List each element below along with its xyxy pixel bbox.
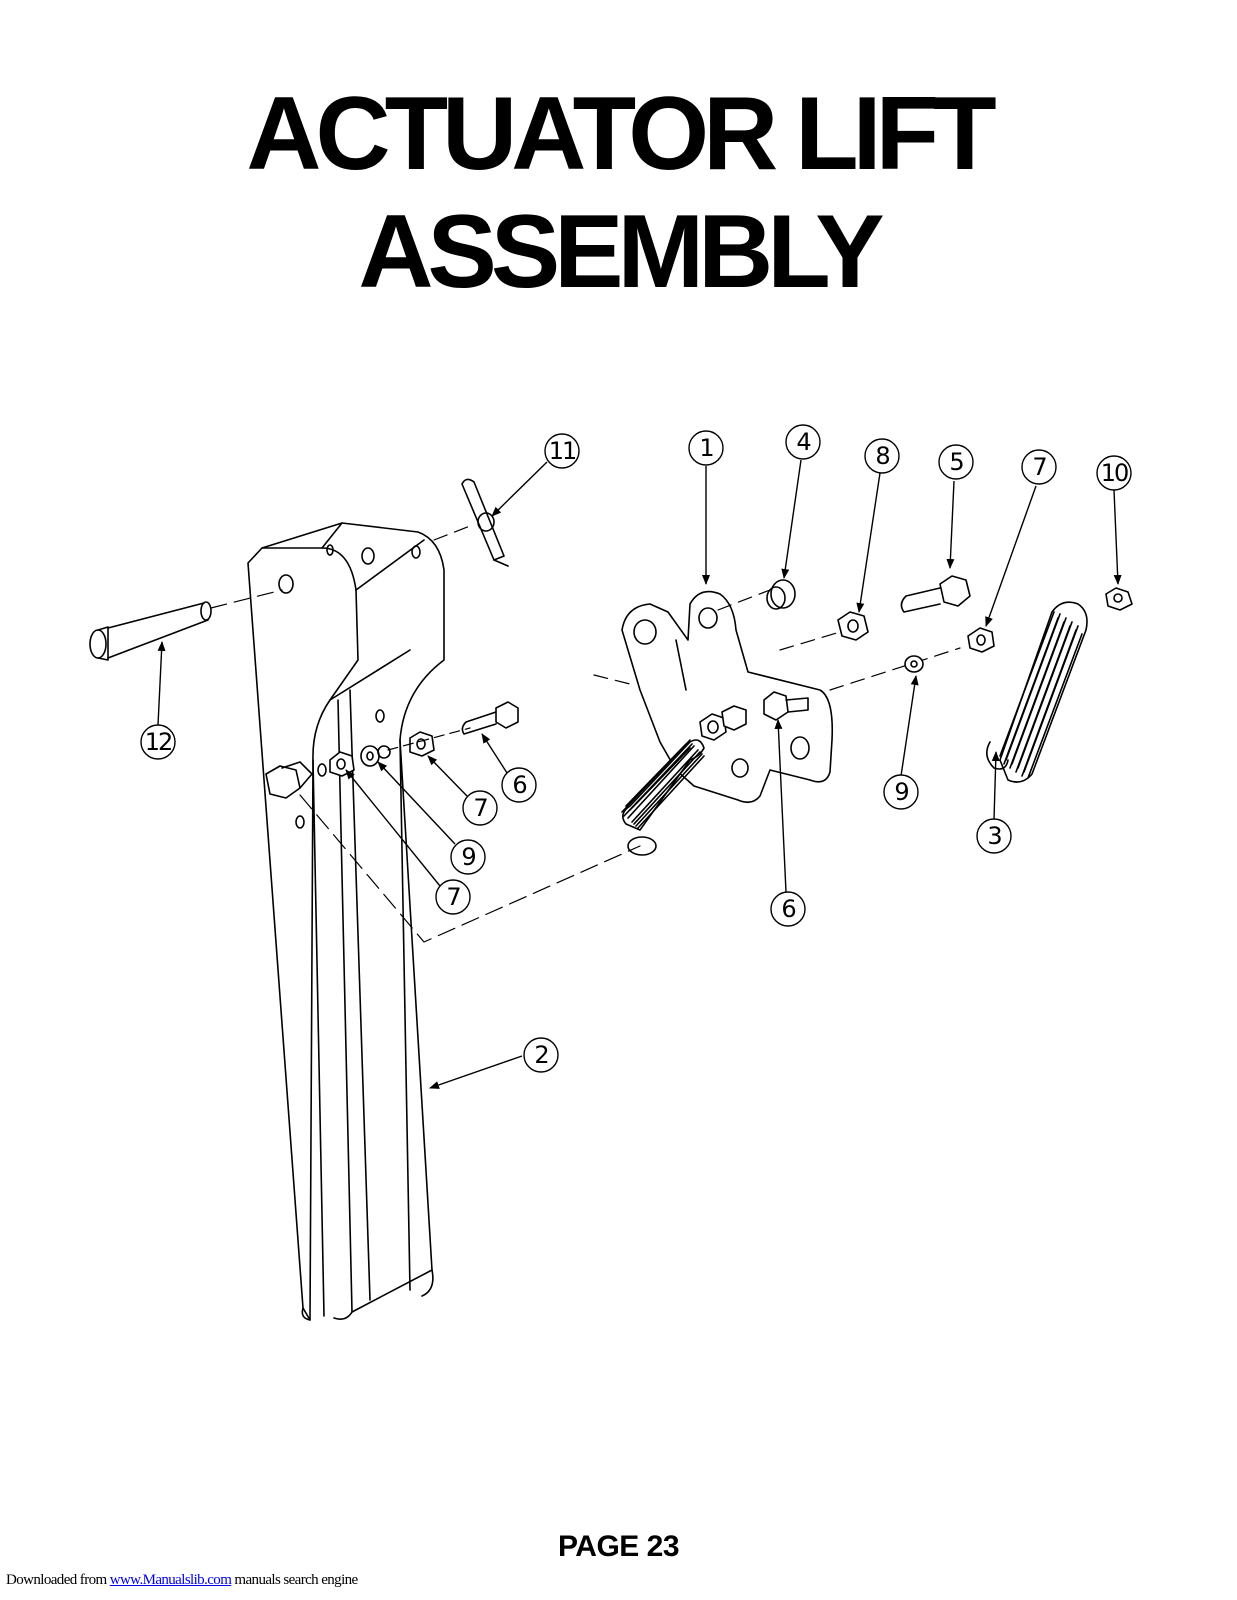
washer-9-right-part bbox=[904, 655, 924, 673]
flange-bushing-part bbox=[766, 579, 796, 610]
page-number: PAGE 23 bbox=[558, 1530, 680, 1563]
svg-text:2: 2 bbox=[534, 1041, 547, 1069]
callout-1: 1 bbox=[688, 430, 724, 466]
nut-7-lower-left-part bbox=[329, 751, 355, 777]
callout-4: 4 bbox=[785, 424, 821, 460]
svg-text:6: 6 bbox=[512, 771, 526, 799]
callout-2: 2 bbox=[523, 1037, 559, 1073]
page-title-line-1: ACTUATOR LIFT bbox=[246, 76, 996, 192]
lower-spring-part bbox=[621, 739, 705, 856]
svg-text:10: 10 bbox=[1101, 459, 1128, 487]
svg-text:8: 8 bbox=[875, 442, 889, 470]
washer-9-left-part bbox=[360, 745, 391, 767]
lock-nut-8-part bbox=[837, 611, 869, 641]
svg-text:11: 11 bbox=[549, 437, 576, 465]
extension-spring-part bbox=[986, 601, 1088, 783]
callout-9-right: 9 bbox=[883, 774, 919, 810]
svg-text:4: 4 bbox=[796, 428, 810, 456]
callout-12: 12 bbox=[140, 724, 176, 760]
svg-text:3: 3 bbox=[987, 822, 1001, 850]
svg-text:6: 6 bbox=[781, 895, 795, 923]
footer-suffix: manuals search engine bbox=[231, 1572, 358, 1588]
crank-nut-part bbox=[699, 705, 747, 741]
svg-text:9: 9 bbox=[461, 843, 475, 871]
download-footer: Downloaded from www.Manualslib.com manua… bbox=[6, 1572, 358, 1589]
callout-6-left: 6 bbox=[501, 767, 537, 803]
footer-prefix: Downloaded from bbox=[6, 1572, 110, 1588]
callout-6-crank: 6 bbox=[770, 891, 806, 927]
bolt-on-crank-part bbox=[763, 691, 809, 721]
svg-text:1: 1 bbox=[699, 434, 713, 462]
callout-5: 5 bbox=[938, 444, 974, 480]
manualslib-link[interactable]: www.Manualslib.com bbox=[109, 1572, 232, 1588]
page-title-line-2: ASSEMBLY bbox=[358, 194, 884, 310]
svg-text:7: 7 bbox=[1032, 453, 1046, 481]
nut-7-upper-left-part bbox=[409, 731, 435, 757]
svg-text:9: 9 bbox=[894, 778, 908, 806]
callout-11: 11 bbox=[544, 433, 580, 469]
nut-7-right-part bbox=[967, 627, 995, 653]
callout-10: 10 bbox=[1096, 455, 1132, 491]
callout-7-upper-left: 7 bbox=[462, 790, 498, 826]
svg-text:12: 12 bbox=[145, 728, 172, 756]
svg-text:7: 7 bbox=[446, 883, 460, 911]
callout-3: 3 bbox=[976, 818, 1012, 854]
svg-text:5: 5 bbox=[949, 448, 963, 476]
nut-10-part bbox=[1105, 587, 1133, 611]
callout-8: 8 bbox=[864, 438, 900, 474]
bolt-head-arm-part bbox=[265, 761, 313, 799]
hair-pin-clip-part bbox=[433, 478, 509, 567]
callout-7-lower-left: 7 bbox=[435, 879, 471, 915]
shoulder-bolt-part bbox=[900, 575, 971, 613]
callout-7-right: 7 bbox=[1021, 449, 1057, 485]
bolt-6-left-part bbox=[461, 701, 519, 735]
clevis-pin-part bbox=[89, 589, 283, 661]
lift-arm-part bbox=[247, 522, 445, 1321]
callout-9-left: 9 bbox=[450, 839, 486, 875]
svg-text:7: 7 bbox=[473, 794, 487, 822]
